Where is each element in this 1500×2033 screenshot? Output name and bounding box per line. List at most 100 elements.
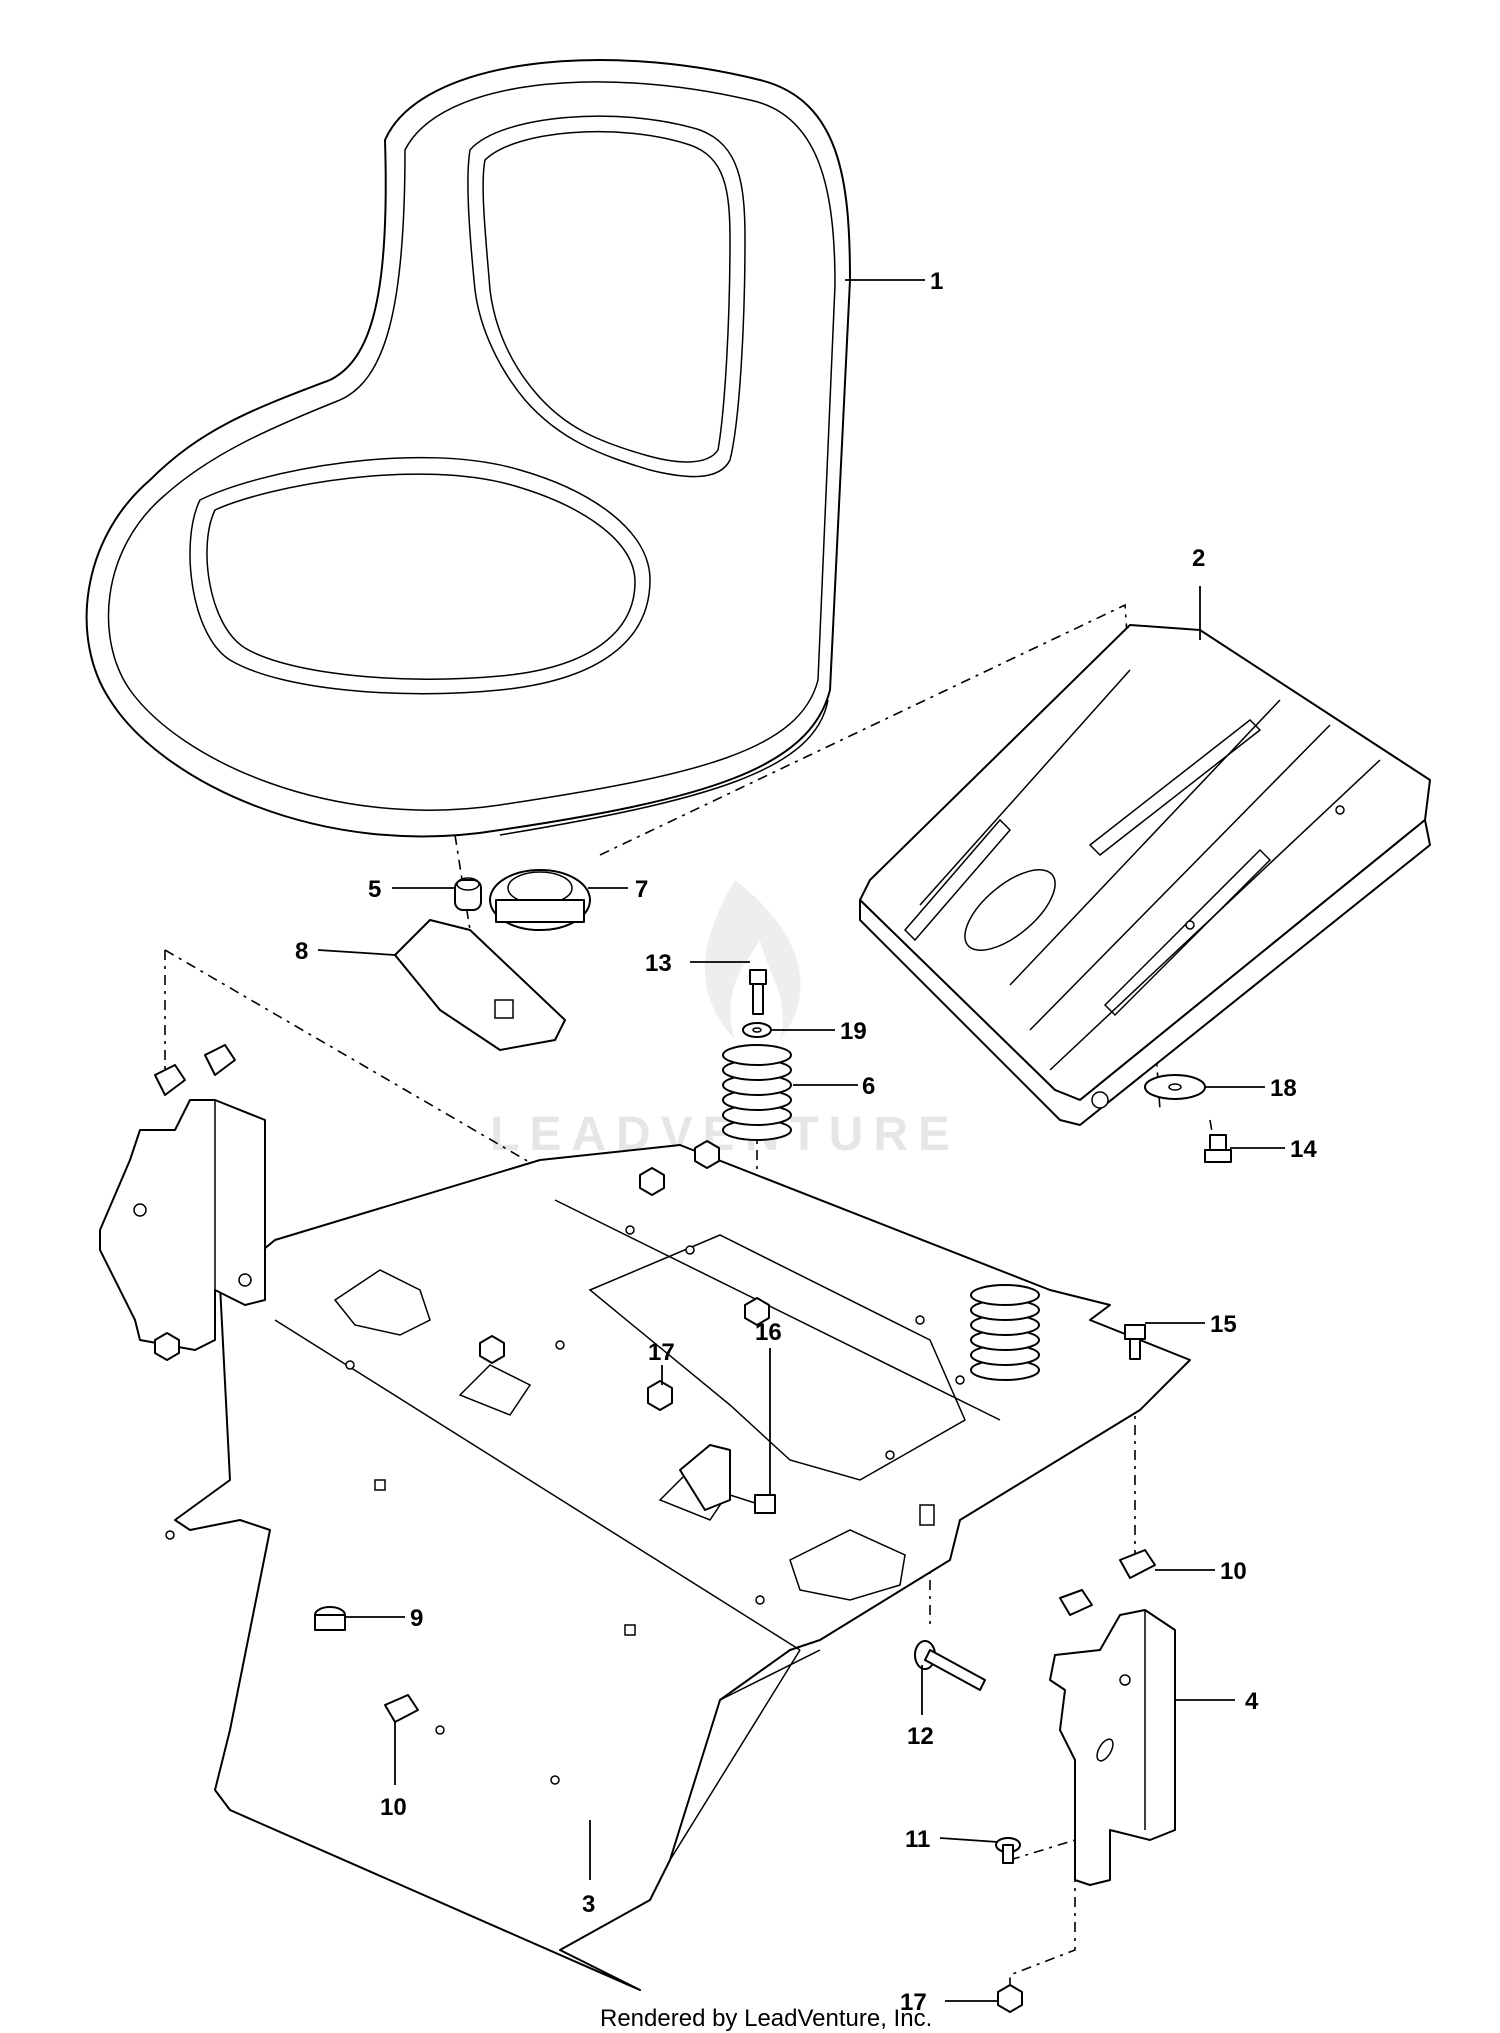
left-bracket-hole	[133, 1203, 147, 1217]
callout-19[interactable]: 19	[840, 1018, 867, 1045]
pan-nut-4	[479, 1335, 505, 1364]
rear-spring-coil-1	[970, 1284, 1040, 1306]
right-bracket-slot	[1096, 1738, 1114, 1762]
seat-mount-plate-part[interactable]	[859, 624, 1431, 1126]
seat-pan-slot-left	[333, 1269, 431, 1336]
pan-bracket-center	[679, 1444, 731, 1511]
callout-11[interactable]: 11	[905, 1826, 930, 1853]
callout-3[interactable]: 3	[582, 1891, 595, 1918]
washer-body	[1144, 1074, 1206, 1100]
right-bracket-hole	[1119, 1674, 1131, 1686]
rendered-by-footer: Rendered by LeadVenture, Inc.	[600, 2005, 932, 2032]
bolt-15-head	[1124, 1324, 1146, 1340]
callout-16[interactable]: 16	[755, 1319, 782, 1346]
bolt-16-part[interactable]	[729, 1494, 776, 1514]
seat-pan-cutout	[588, 1234, 966, 1481]
leader-lines	[317, 279, 1285, 2002]
bolt-13-head	[749, 969, 767, 985]
nut-17-body	[647, 1380, 673, 1411]
seat-back-panel-inner	[482, 130, 731, 463]
leader-11	[939, 1837, 999, 1843]
callout-17-top[interactable]: 17	[648, 1339, 675, 1366]
bolt-14-part[interactable]	[1204, 1134, 1232, 1163]
center-bracket-tab	[679, 1444, 731, 1511]
left-bracket-nut	[154, 1332, 180, 1361]
seat-pan-tab-1	[458, 1364, 532, 1416]
mount-hole-2	[1185, 920, 1195, 930]
callout-9[interactable]: 9	[410, 1605, 423, 1632]
callout-15[interactable]: 15	[1210, 1311, 1237, 1338]
callout-14[interactable]: 14	[1290, 1136, 1317, 1163]
washer-19-hole	[752, 1027, 762, 1033]
mount-plate-top	[859, 624, 1431, 1101]
bracket-left-alignment-diag	[164, 949, 561, 1181]
left-clip-1	[154, 1064, 186, 1096]
pin-12-shaft	[924, 1649, 986, 1691]
pan-rear-slot	[919, 1504, 935, 1526]
clip-part[interactable]	[454, 877, 482, 911]
pin-12-part[interactable]	[914, 1640, 986, 1691]
nut-17-part[interactable]	[647, 1380, 673, 1411]
mount-rail-2	[1009, 699, 1281, 986]
callout-12[interactable]: 12	[907, 1723, 934, 1750]
clip-10-right-part[interactable]	[1119, 1549, 1156, 1579]
washer-hole	[1168, 1083, 1182, 1091]
bumper-part[interactable]	[314, 1606, 346, 1631]
mount-slot-3	[1103, 848, 1272, 1017]
seat-pan-square-2	[624, 1624, 636, 1636]
callout-8[interactable]: 8	[295, 938, 308, 965]
switch-base	[495, 899, 585, 923]
seat-pan-part[interactable]	[165, 1144, 1191, 1991]
seat-bottom-panel	[189, 456, 651, 695]
left-bracket-hole-2	[238, 1273, 252, 1287]
rear-spring-part	[970, 1284, 1040, 1381]
clip-alignment	[454, 834, 471, 931]
callout-10-left[interactable]: 10	[380, 1794, 407, 1821]
callout-10-right[interactable]: 10	[1220, 1558, 1247, 1585]
callout-7[interactable]: 7	[635, 876, 648, 903]
callout-4[interactable]: 4	[1245, 1688, 1259, 1715]
seat-pan-fold-1	[274, 1319, 801, 1651]
pan-tab-hole	[165, 1530, 175, 1540]
callout-2[interactable]: 2	[1192, 545, 1205, 572]
callout-labels: 1 2 3 4 5 6 7 8 9 10 10 11 12 13 14 15 1…	[295, 268, 1317, 2016]
pan-hole-1	[625, 1225, 635, 1235]
pan-hole-9	[435, 1725, 445, 1735]
pan-hole-10	[550, 1775, 560, 1785]
pan-hole-3	[915, 1315, 925, 1325]
seat-pan-slot-right	[789, 1529, 906, 1601]
bolt-13-part[interactable]	[749, 969, 767, 1015]
callout-6[interactable]: 6	[862, 1073, 875, 1100]
callout-13[interactable]: 13	[645, 950, 672, 977]
callout-5[interactable]: 5	[368, 876, 381, 903]
washer-19-body	[742, 1022, 772, 1038]
nut-17-bottom-part[interactable]	[997, 1984, 1023, 2013]
pan-nut-2	[694, 1140, 720, 1169]
mount-oval-cutout	[964, 869, 1056, 951]
right-clip	[1059, 1589, 1093, 1616]
mount-rail-1	[919, 669, 1131, 906]
washer-part[interactable]	[1144, 1074, 1206, 1100]
bracket-right-alignment	[1009, 1838, 1076, 2000]
switch-bracket-part[interactable]	[394, 919, 566, 1051]
clip-10-left-body	[384, 1694, 419, 1723]
callout-18[interactable]: 18	[1270, 1075, 1297, 1102]
left-clip-2	[204, 1044, 236, 1076]
pan-nut-1	[639, 1167, 665, 1196]
clip-10-left-part[interactable]	[384, 1694, 419, 1723]
pan-hole-7	[555, 1340, 565, 1350]
seat-part[interactable]	[85, 59, 851, 838]
seat-switch-part[interactable]	[489, 869, 591, 931]
callout-1[interactable]: 1	[930, 268, 943, 295]
pan-nuts	[479, 1140, 770, 1364]
spring-part[interactable]	[722, 1044, 792, 1141]
washer-19-part[interactable]	[742, 1022, 772, 1038]
right-bracket-part[interactable]	[1049, 1589, 1176, 1886]
callout-17-bottom[interactable]: 17	[900, 1989, 927, 2016]
pan-hole-6	[345, 1360, 355, 1370]
rivet-11-part[interactable]	[995, 1837, 1021, 1864]
leader-8	[317, 949, 396, 956]
bolt-15-part[interactable]	[1124, 1324, 1146, 1360]
pan-hole-8	[755, 1595, 765, 1605]
clip-body	[454, 879, 482, 911]
